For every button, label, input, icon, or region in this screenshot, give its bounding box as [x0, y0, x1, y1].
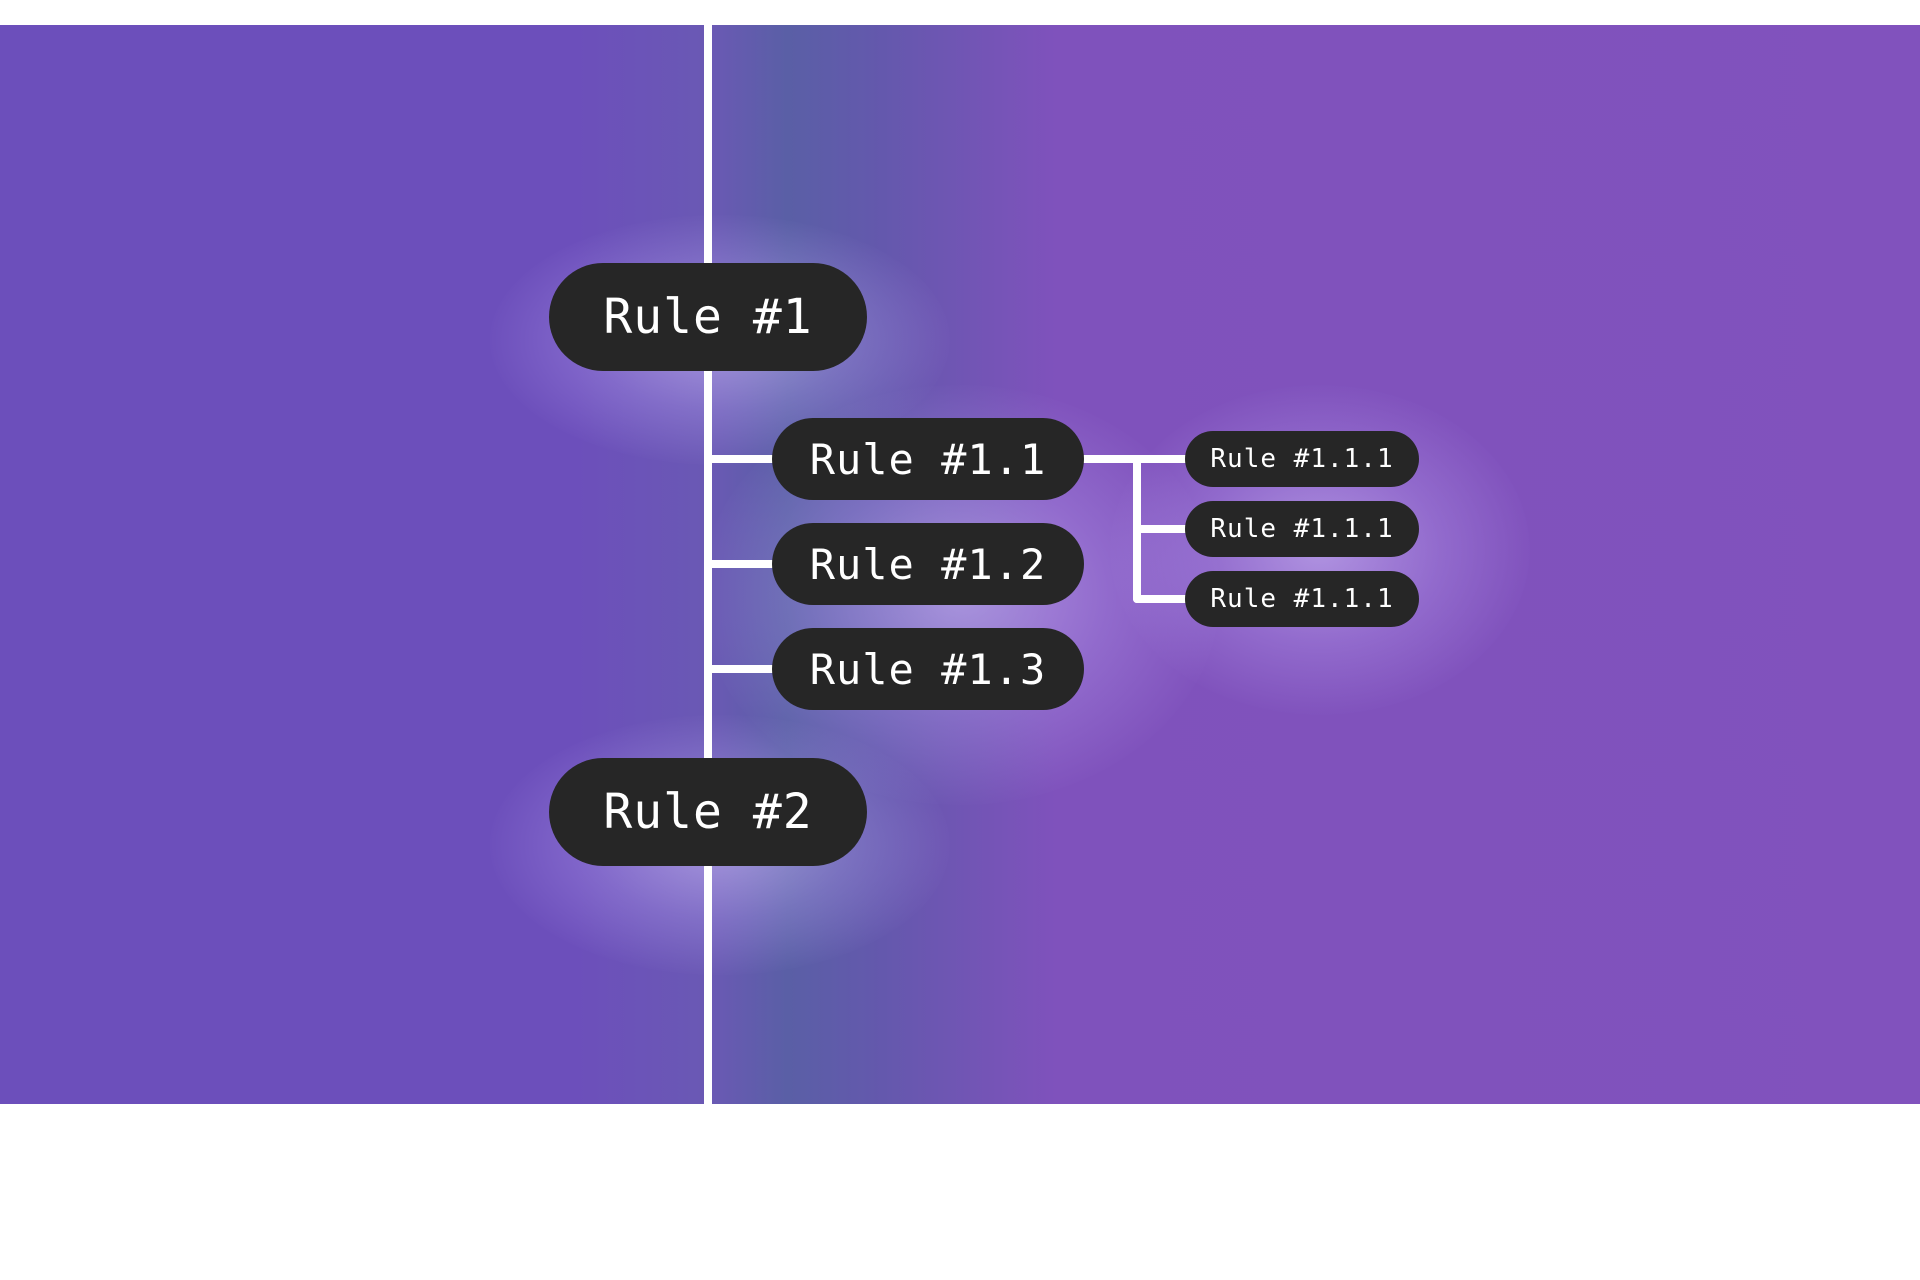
connector-lines: [704, 25, 1192, 1104]
node-rule-1-3: Rule #1.3: [772, 628, 1084, 710]
node-rule-1-1: Rule #1.1: [772, 418, 1084, 500]
node-rule-1-1-1-a: Rule #1.1.1: [1185, 431, 1419, 487]
node-rule-2: Rule #2: [549, 758, 867, 866]
diagram-panel: Rule #1 Rule #1.1 Rule #1.2 Rule #1.3 Ru…: [0, 25, 1920, 1104]
node-rule-1: Rule #1: [549, 263, 867, 371]
node-rule-1-1-1-b: Rule #1.1.1: [1185, 501, 1419, 557]
node-rule-1-2: Rule #1.2: [772, 523, 1084, 605]
node-rule-1-1-1-c: Rule #1.1.1: [1185, 571, 1419, 627]
